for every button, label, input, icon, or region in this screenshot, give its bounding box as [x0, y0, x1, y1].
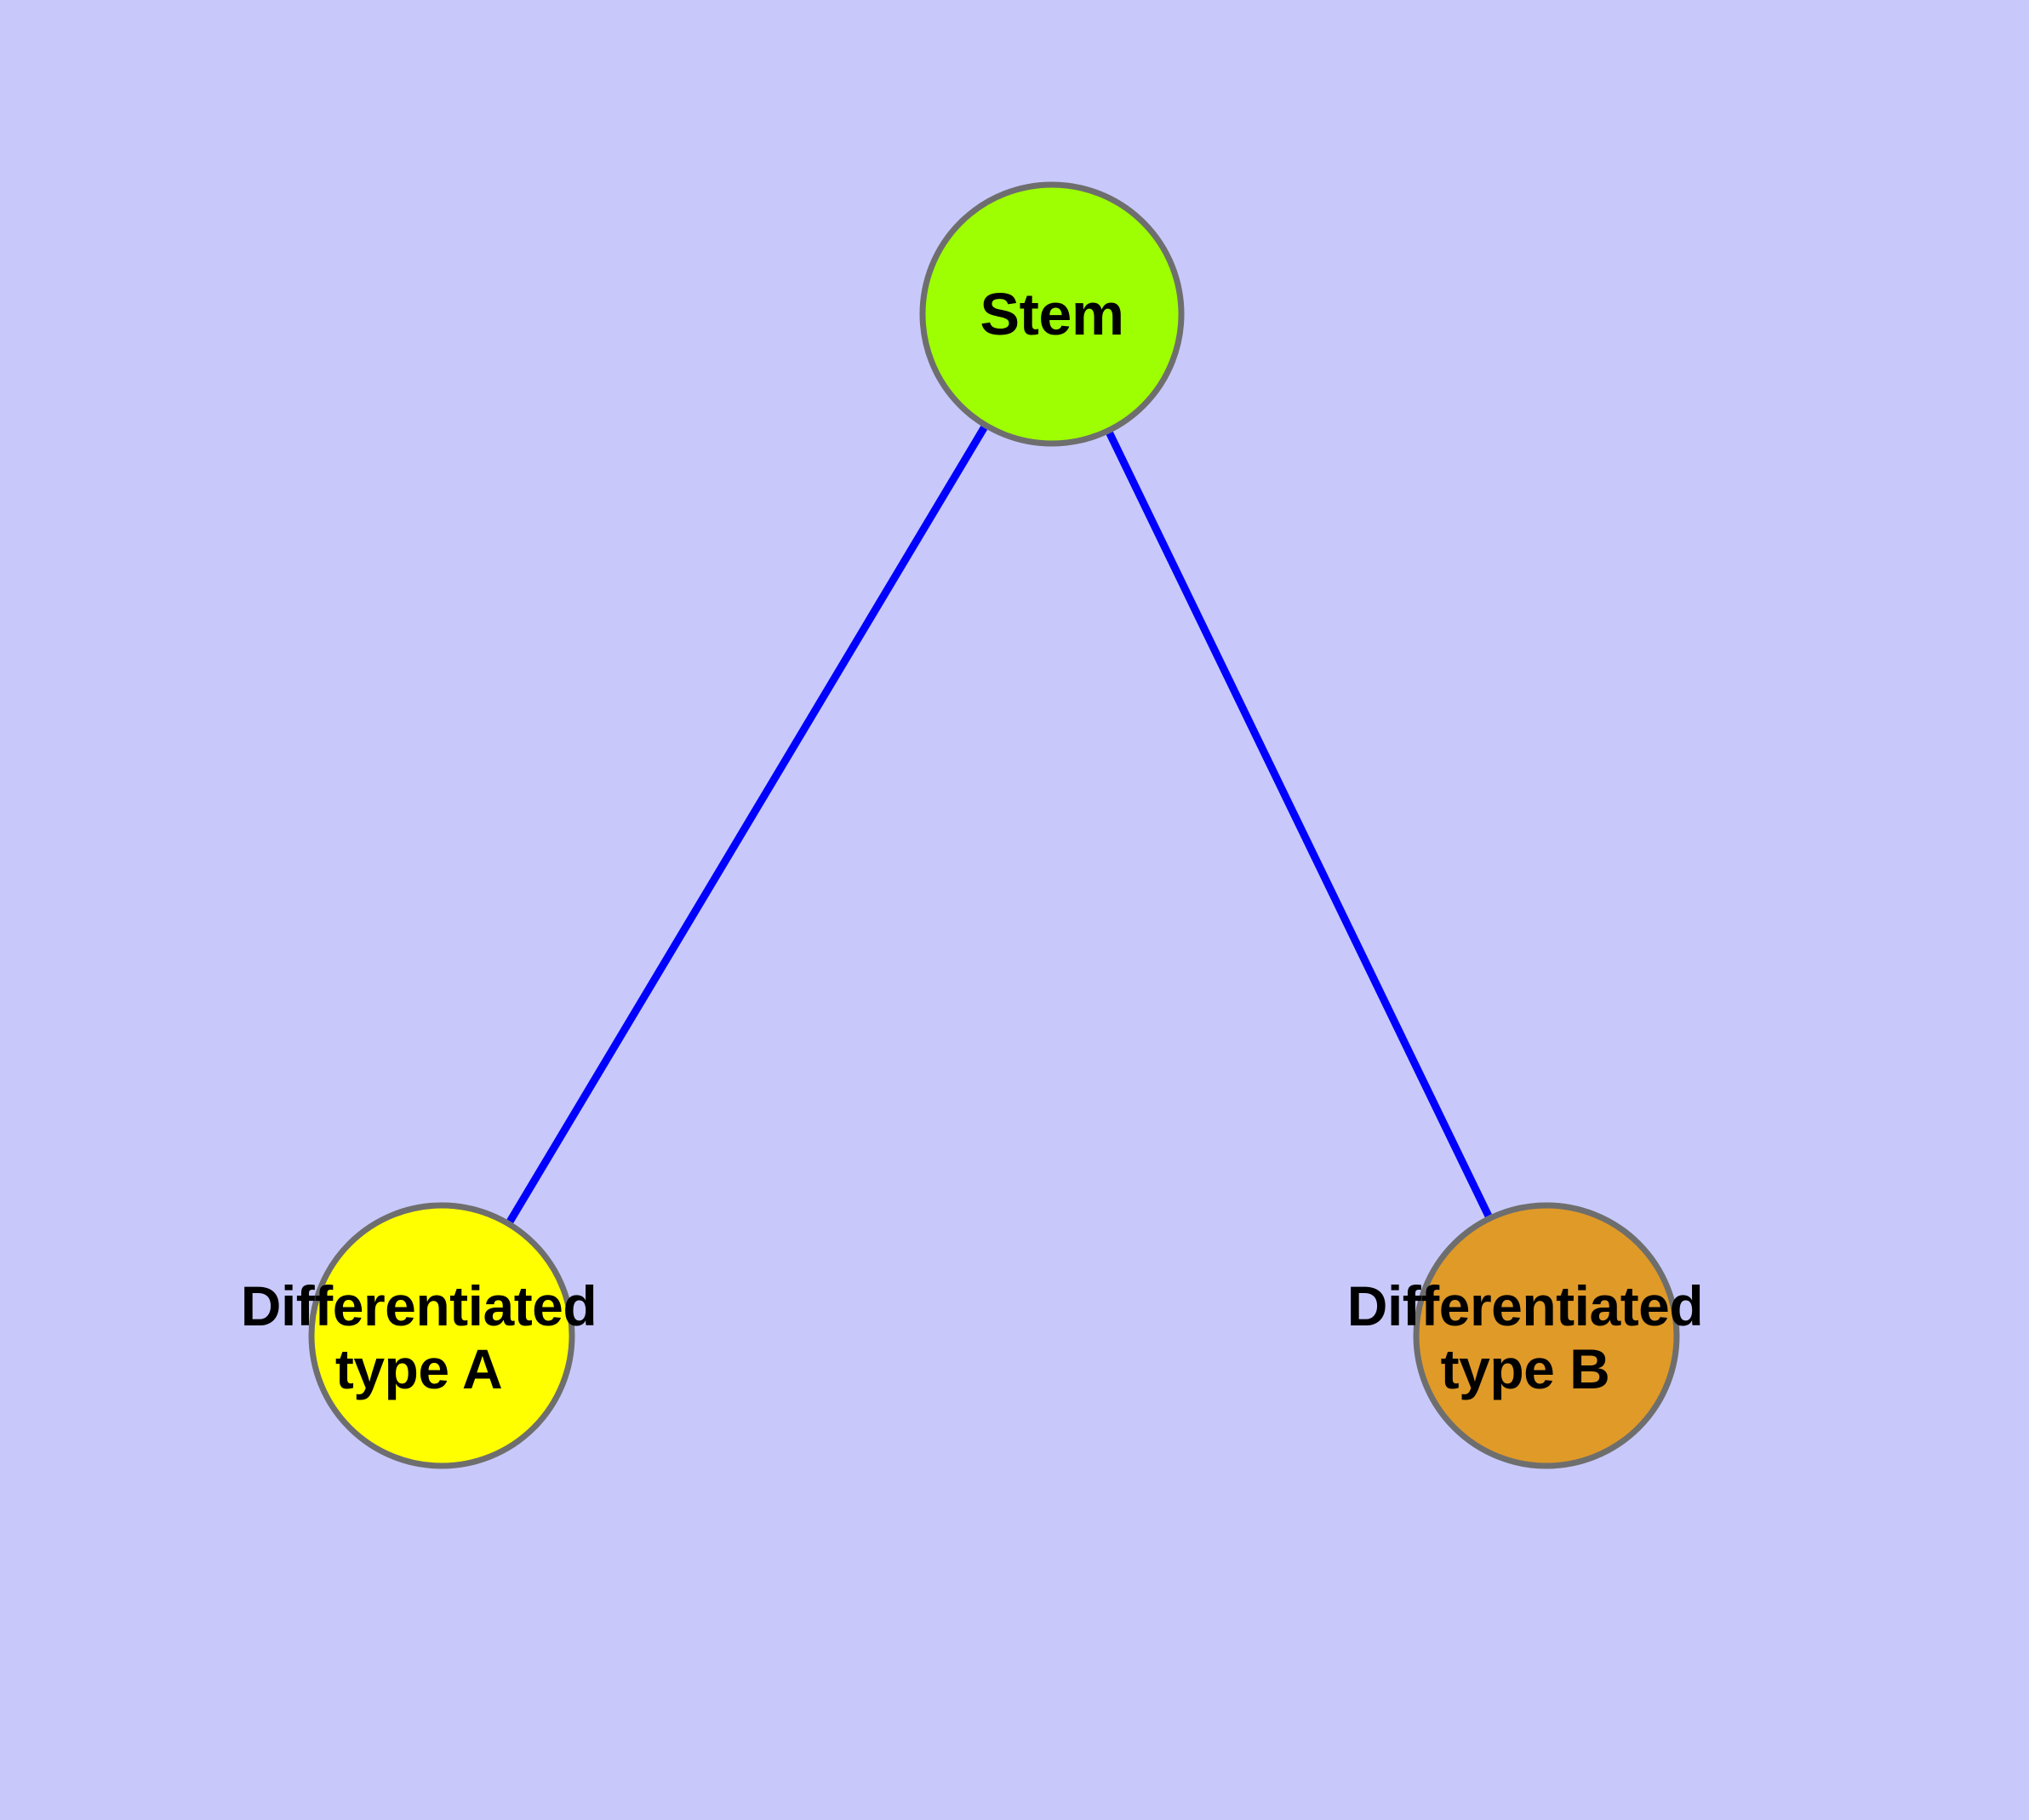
nodes-layer — [308, 181, 1680, 1469]
edge-stem-diff-a[interactable] — [506, 426, 988, 1223]
edge-stem-diff-b[interactable] — [1106, 431, 1492, 1218]
edges-layer — [506, 426, 1492, 1223]
node-circle-diff-b[interactable] — [1413, 1202, 1680, 1469]
node-circle-diff-a[interactable] — [308, 1202, 575, 1469]
node-circle-stem[interactable] — [919, 181, 1185, 447]
